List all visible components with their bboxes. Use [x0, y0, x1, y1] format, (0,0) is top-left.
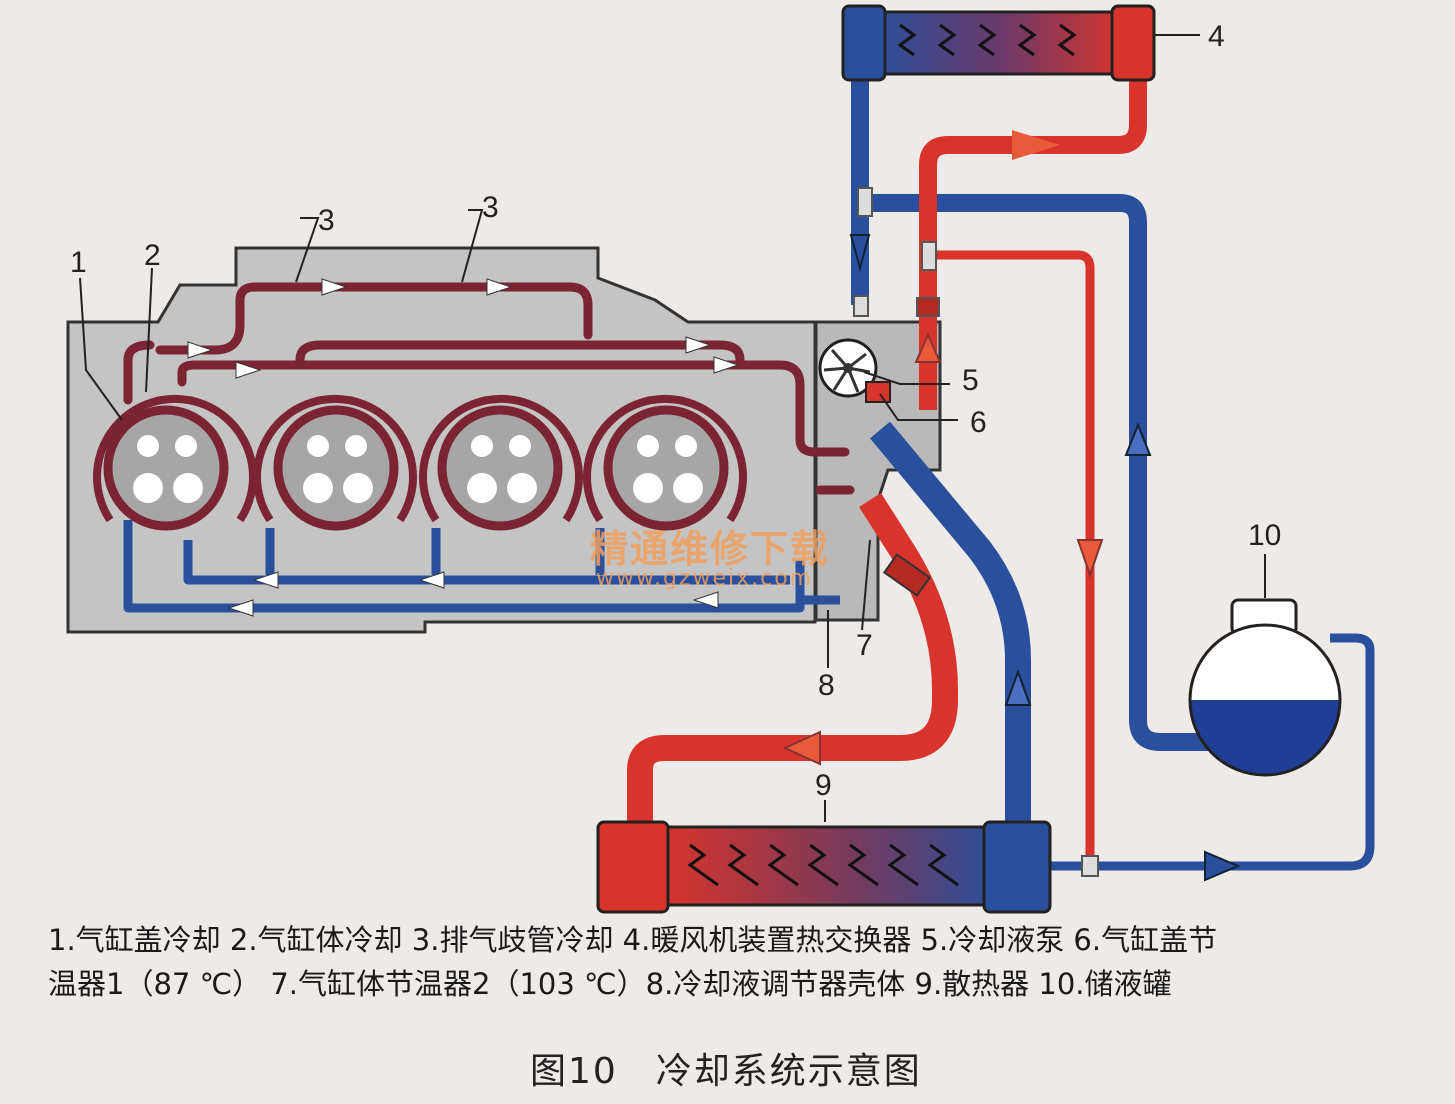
legend-line-1: 1.气缸盖冷却 2.气缸体冷却 3.排气歧管冷却 4.暖风机装置热交换器 5.冷…	[48, 923, 1218, 957]
cold-pipe-to-pump	[870, 421, 1031, 830]
callout-8: 8	[818, 669, 835, 702]
callout-10: 10	[1248, 519, 1281, 552]
flow-arrow-icon	[782, 130, 1241, 882]
thermostat-2	[882, 553, 932, 597]
callout-9: 9	[815, 769, 832, 802]
callout-5: 5	[962, 364, 979, 397]
callout-3b: 3	[482, 191, 499, 224]
callout-7: 7	[856, 629, 873, 662]
hot-pipe-to-radiator	[627, 493, 958, 835]
callout-2: 2	[144, 239, 161, 272]
legend-line-2: 温器1（87 ℃） 7.气缸体节温器2（103 ℃）8.冷却液调节器壳体 9.散…	[48, 967, 1172, 1001]
cylinder-4	[583, 394, 747, 531]
cylinder-1	[93, 394, 257, 531]
heater-heat-exchanger	[841, 4, 1156, 82]
figure-caption: 图10 冷却系统示意图	[530, 1051, 922, 1092]
hot-line-to-heater	[919, 60, 1147, 410]
radiator	[596, 820, 1052, 914]
callout-labels: 1 2 3 3 4 5 6 7 8 9 10	[70, 20, 1281, 802]
expansion-tank	[1188, 598, 1342, 777]
callout-leader-lines	[79, 34, 1266, 822]
thermostat-1	[865, 381, 891, 403]
watermark-url: www.gzweix.com	[596, 566, 814, 591]
block-cooling-return-lines	[123, 520, 840, 613]
watermark-text: 精通维修下载	[590, 527, 831, 571]
bypass-line	[935, 250, 1095, 860]
legend: 1.气缸盖冷却 2.气缸体冷却 3.排气歧管冷却 4.暖风机装置热交换器 5.冷…	[48, 918, 1428, 1006]
callout-3a: 3	[318, 204, 335, 237]
pipe-fittings	[853, 187, 1099, 877]
tank-return-line	[1050, 633, 1375, 871]
pump-impeller-icon	[818, 338, 878, 398]
callout-4: 4	[1208, 20, 1225, 53]
callout-6: 6	[970, 406, 987, 439]
cylinder-3	[419, 394, 583, 531]
cylinder-2	[253, 394, 417, 531]
flow-arrow-icon	[187, 278, 740, 617]
exhaust-manifold-cooling-lines	[123, 282, 855, 495]
callout-1: 1	[70, 246, 87, 279]
